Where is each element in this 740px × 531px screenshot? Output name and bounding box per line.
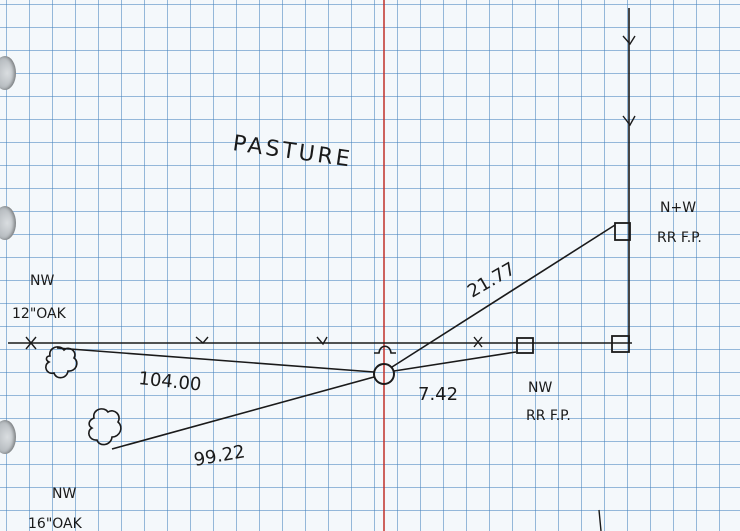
- binder-hole: [0, 420, 16, 454]
- oak-12-size: 12"OAK: [12, 306, 67, 322]
- tree-icon: [45, 346, 78, 379]
- line-to-nplusw-rr-fp: [391, 224, 616, 368]
- distance-to-12-oak: 104.00: [137, 368, 202, 395]
- pasture-label: PASTURE: [231, 131, 354, 173]
- vertical-tick: [622, 35, 636, 46]
- tree-icon: [88, 408, 122, 446]
- baseline-tick: [195, 336, 209, 344]
- baseline-tick: [473, 336, 483, 348]
- oak-16-size: 16"OAK: [28, 516, 83, 531]
- baseline-tick: [316, 336, 328, 346]
- nw-rr-fp-marker: [516, 337, 534, 354]
- baseline-tick: [25, 336, 37, 350]
- vertical-tick: [622, 115, 636, 127]
- nplusw-rr-fp-label: RR F.P.: [657, 230, 702, 246]
- nw-rr-fp-label: RR F.P.: [526, 408, 571, 424]
- distance-to-16-oak: 99.22: [192, 441, 246, 471]
- benchmark-symbol: [374, 345, 396, 354]
- line-to-16-oak: [111, 376, 375, 450]
- oak-12-direction: NW: [30, 273, 54, 289]
- nw-rr-fp-direction: NW: [528, 380, 552, 396]
- corner-marker: [611, 335, 630, 353]
- pen-mark: [598, 509, 602, 531]
- binder-hole: [0, 56, 16, 90]
- nplusw-rr-fp-marker: [614, 222, 631, 241]
- nplusw-rr-fp-direction: N+W: [660, 200, 696, 216]
- binder-hole: [0, 206, 16, 240]
- distance-to-nplusw-rr-fp: 21.77: [464, 258, 519, 302]
- distance-to-nw-rr-fp: 7.42: [418, 384, 458, 405]
- line-to-12-oak: [56, 347, 375, 373]
- center-point-circle: [373, 363, 395, 385]
- oak-16-direction: NW: [52, 486, 76, 502]
- line-to-nw-rr-fp: [393, 351, 517, 372]
